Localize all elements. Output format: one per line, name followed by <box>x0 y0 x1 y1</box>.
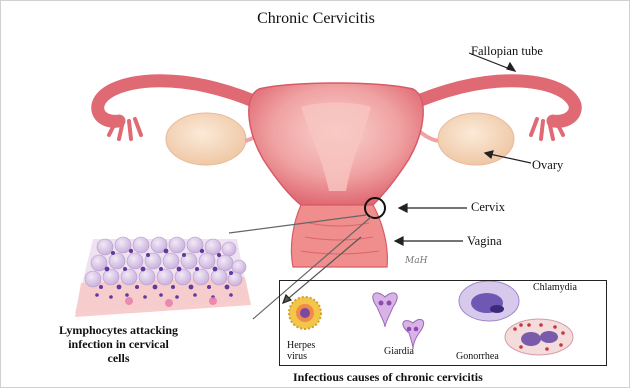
lymphocytes-caption: Lymphocytes attacking infection in cervi… <box>59 323 178 365</box>
tissue-magnification <box>75 237 251 317</box>
left-ovary <box>166 113 246 165</box>
left-fallopian-tube <box>98 81 263 122</box>
fallopian-arrowhead <box>507 63 515 71</box>
gonorrhea-label: Gonorrhea <box>456 351 499 362</box>
ovary-label: Ovary <box>532 158 563 173</box>
herpes-virus-label: Herpes virus <box>287 340 315 362</box>
lymphocytes-caption-line: infection in cervical <box>59 337 178 351</box>
vagina-label: Vagina <box>467 234 502 249</box>
cervix-label: Cervix <box>471 200 505 215</box>
lymphocytes-caption-line: cells <box>59 351 178 365</box>
artist-signature: MaH <box>405 256 427 266</box>
page-title: Chronic Cervicitis <box>1 10 630 28</box>
cervix-arrowhead <box>399 204 407 212</box>
lymphocytes-caption-line: Lymphocytes attacking <box>59 323 178 337</box>
herpes-label-line: virus <box>287 351 315 362</box>
herpes-label-line: Herpes <box>287 340 315 351</box>
cervix-vagina <box>291 205 387 267</box>
vagina-arrowhead <box>395 237 403 245</box>
infectious-causes-caption: Infectious causes of chronic cervicitis <box>293 370 483 385</box>
fallopian-tube-label: Fallopian tube <box>471 44 543 59</box>
chlamydia-label: Chlamydia <box>533 282 577 293</box>
giardia-label: Giardia <box>384 346 414 357</box>
